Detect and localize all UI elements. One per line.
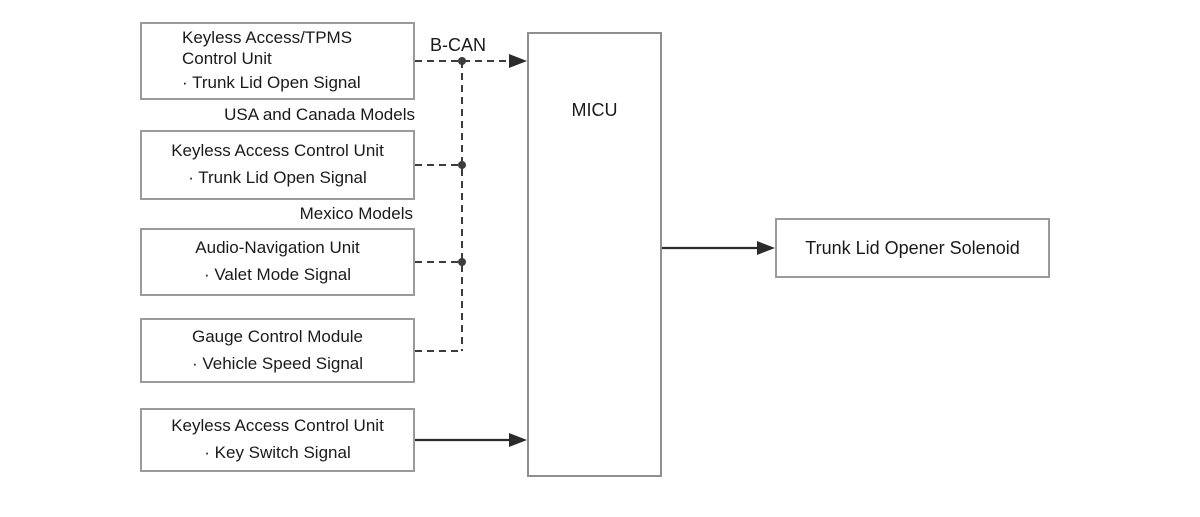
box-title: Gauge Control Module bbox=[191, 326, 364, 346]
junction-dot bbox=[458, 57, 466, 65]
box-signal: · Trunk Lid Open Signal bbox=[182, 73, 361, 93]
solenoid-label: Trunk Lid Opener Solenoid bbox=[805, 237, 1020, 258]
source-box-gauge-control-module: Gauge Control Module · Vehicle Speed Sig… bbox=[140, 318, 415, 383]
box-title: Keyless Access/TPMS Control Unit bbox=[182, 27, 357, 68]
arrowhead-key-switch-into-micu bbox=[509, 433, 527, 447]
source-box-keyless-access-control-unit-mexico: Keyless Access Control Unit · Trunk Lid … bbox=[140, 130, 415, 200]
box-title: Keyless Access Control Unit bbox=[171, 416, 384, 436]
source-box-keyless-access-key-switch: Keyless Access Control Unit · Key Switch… bbox=[140, 408, 415, 472]
box-signal: · Trunk Lid Open Signal bbox=[188, 168, 367, 187]
junction-dot bbox=[458, 161, 466, 169]
source-box-audio-navigation-unit: Audio-Navigation Unit · Valet Mode Signa… bbox=[140, 228, 415, 296]
solenoid-box: Trunk Lid Opener Solenoid bbox=[775, 218, 1050, 278]
model-note-mexico: Mexico Models bbox=[299, 204, 413, 223]
box-signal: · Vehicle Speed Signal bbox=[191, 353, 364, 373]
source-box-keyless-tpms-control-unit: Keyless Access/TPMS Control Unit · Trunk… bbox=[140, 22, 415, 100]
box-signal: · Key Switch Signal bbox=[204, 443, 351, 462]
model-note-usa-canada: USA and Canada Models bbox=[224, 105, 415, 124]
micu-box: MICU bbox=[527, 32, 662, 477]
box-title: Keyless Access Control Unit bbox=[171, 141, 384, 161]
arrowhead-into-solenoid bbox=[757, 241, 775, 255]
arrowhead-bcan-into-micu bbox=[509, 54, 527, 68]
junction-dot bbox=[458, 258, 466, 266]
box-title: Audio-Navigation Unit bbox=[195, 238, 360, 258]
micu-label: MICU bbox=[571, 100, 618, 120]
bcan-label: B-CAN bbox=[430, 35, 487, 55]
box-signal: · Valet Mode Signal bbox=[203, 265, 352, 284]
bcan-dashed-bus bbox=[415, 57, 506, 352]
